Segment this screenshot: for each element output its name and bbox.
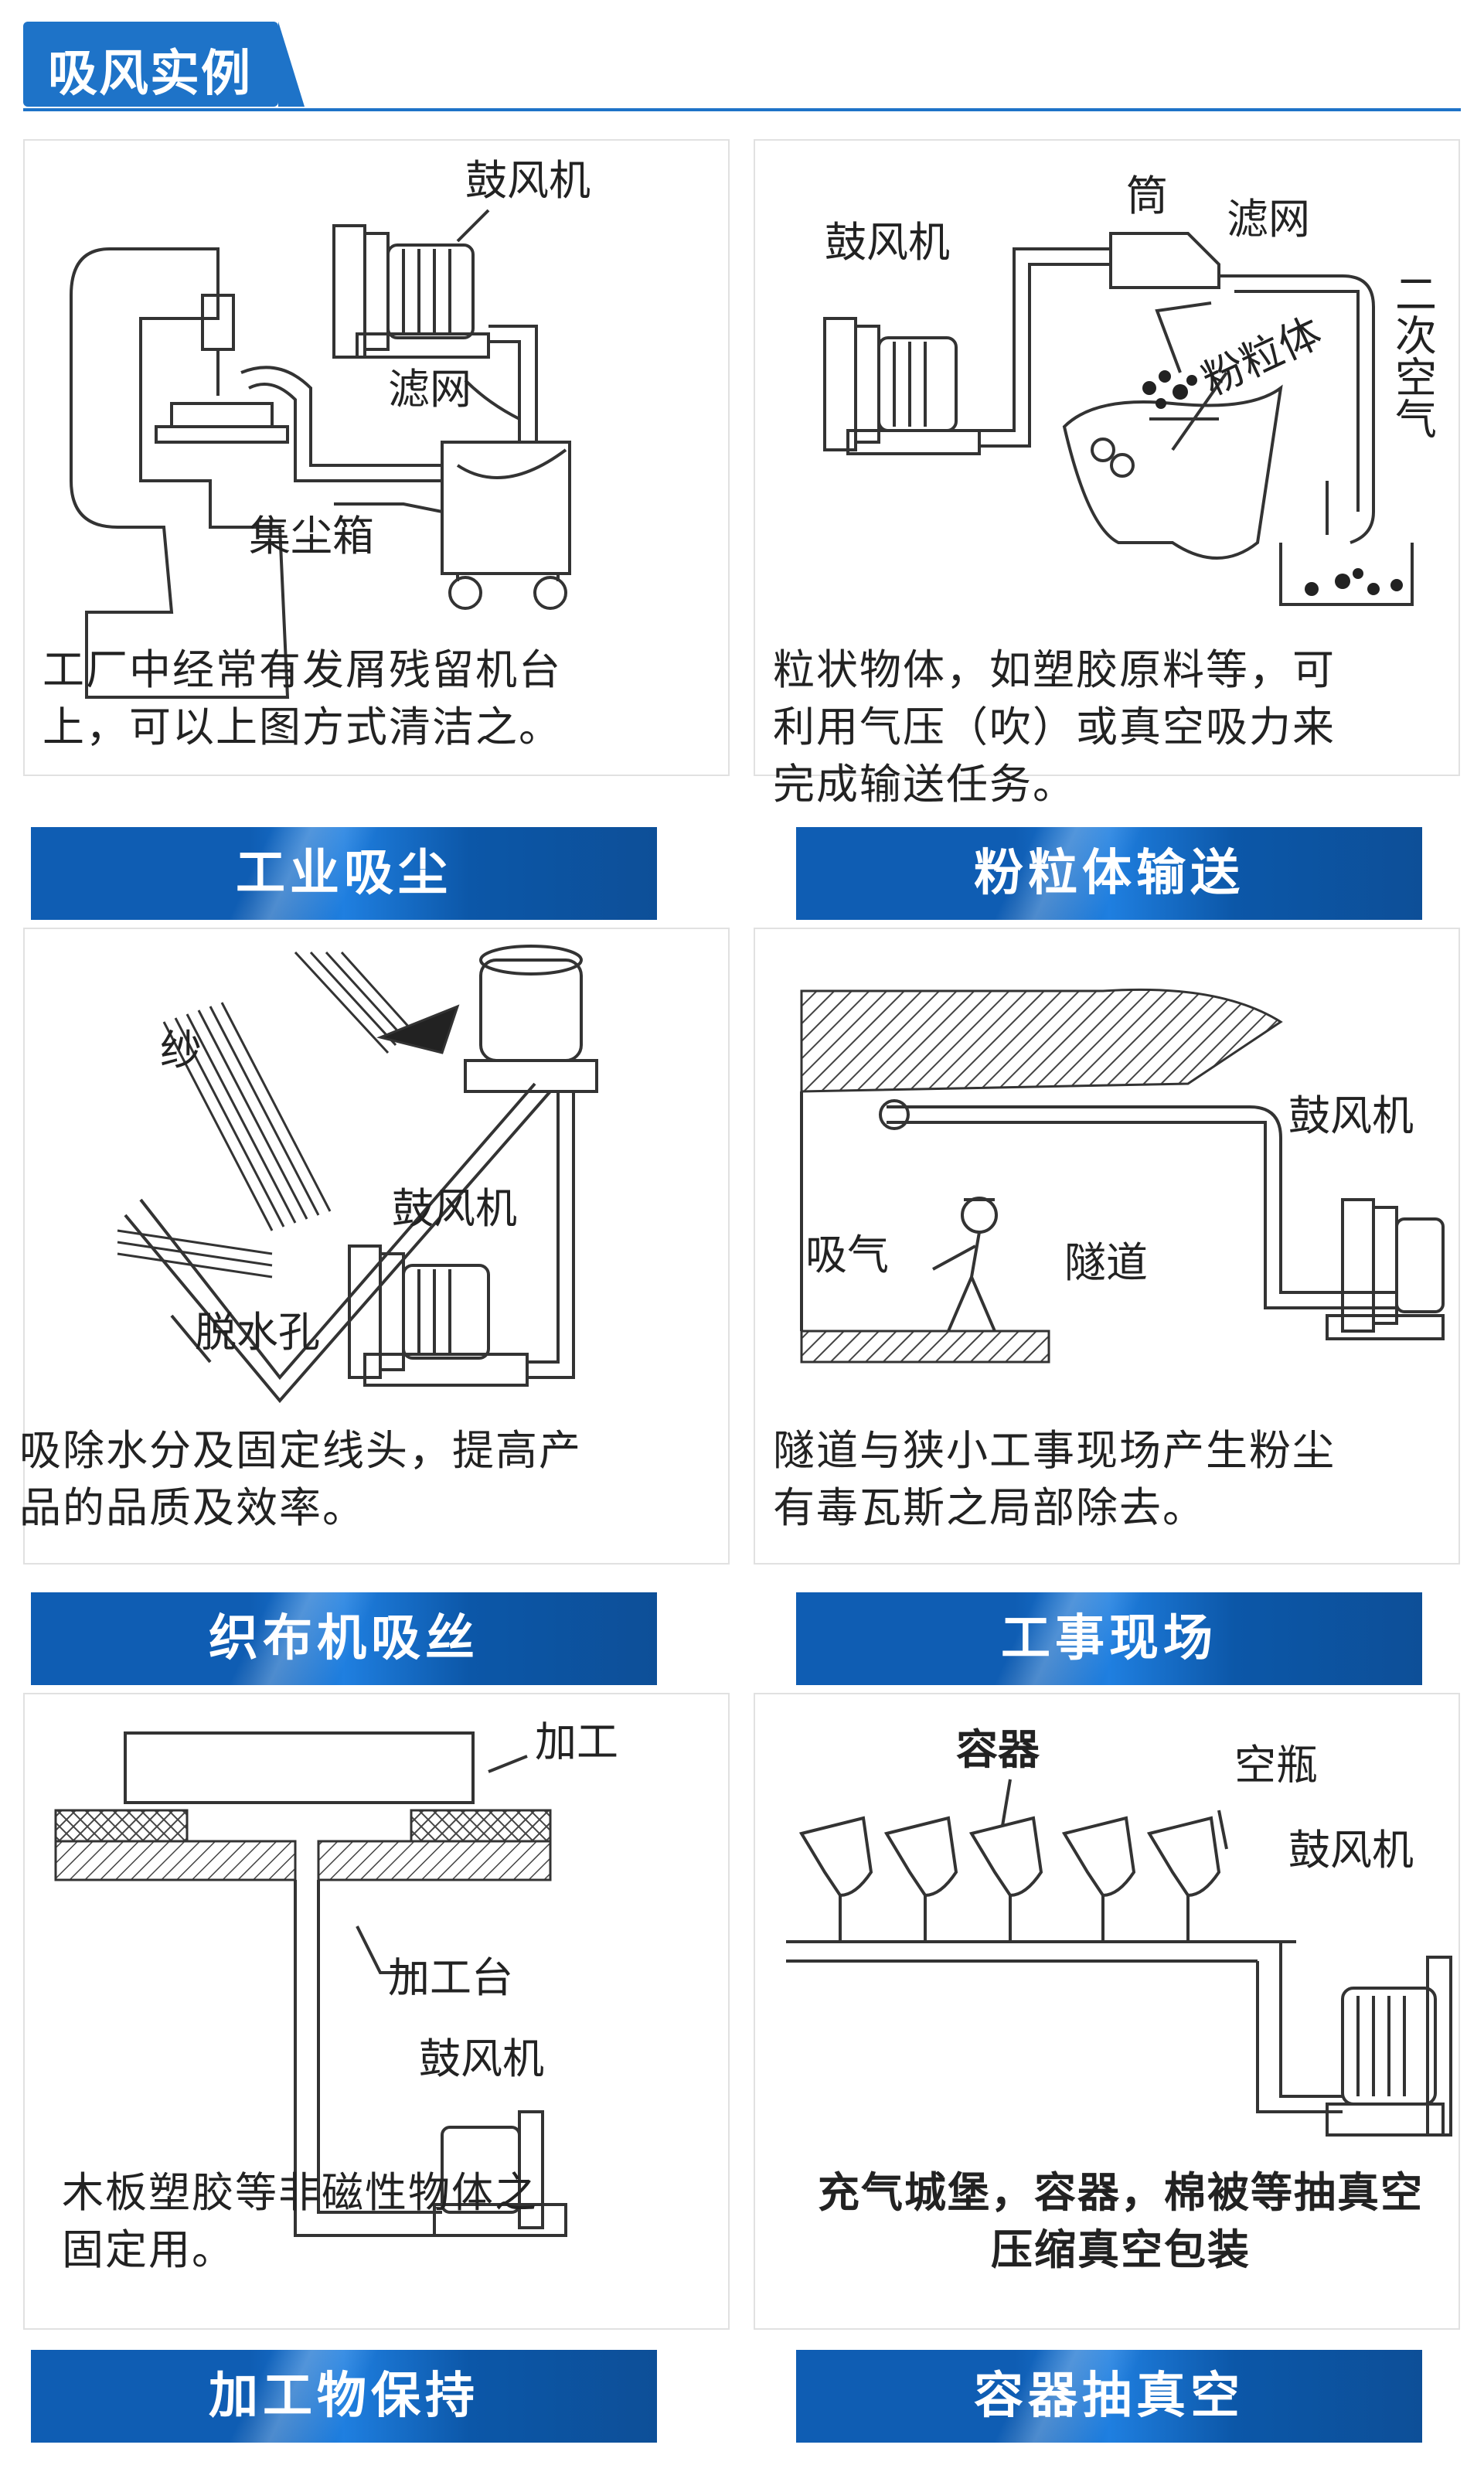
label-yarn: 纱 — [160, 1026, 202, 1074]
description-line: 固定用。 — [62, 2225, 235, 2274]
banner-label: 容器抽真空 — [974, 2368, 1244, 2425]
description-line: 有毒瓦斯之局部除去。 — [773, 1483, 1206, 1532]
label-powder: 粉粒体 — [1195, 308, 1329, 405]
section-header-tab: 吸风实例 — [23, 22, 305, 107]
banner-workpiece-holding: 加工物保持 — [31, 2350, 657, 2443]
description-line: 利用气压（吹）或真空吸力来 — [773, 703, 1336, 751]
description-line: 完成输送任务。 — [773, 760, 1076, 809]
label-worktable: 加工台 — [388, 1953, 513, 2002]
description-line: 木板塑胶等非磁性物体之 — [62, 2168, 538, 2217]
label-blower: 鼓风机 — [392, 1184, 517, 1233]
label-tube: 筒 — [1126, 172, 1168, 220]
description-loom-suction: 吸除水分及固定线头，提高产 品的品质及效率。 — [19, 1422, 723, 1537]
label-empty-bottle: 空瓶 — [1234, 1741, 1318, 1789]
banner-container-vacuum: 容器抽真空 — [796, 2350, 1422, 2443]
banner-powder-conveying: 粉粒体输送 — [796, 827, 1422, 920]
label-tunnel: 隧道 — [1064, 1238, 1148, 1287]
description-line: 上，可以上图方式清洁之。 — [43, 703, 562, 751]
description-container-vacuum: 充气城堡，容器，棉被等抽真空 压缩真空包装 — [781, 2164, 1461, 2279]
banner-label: 工业吸尘 — [236, 845, 452, 902]
diagram-construction-site: 鼓风机 吸气 隧道 — [754, 928, 1460, 1565]
label-drain-hole: 脱水孔 — [195, 1308, 320, 1357]
label-blower: 鼓风机 — [465, 156, 591, 205]
banner-label: 粉粒体输送 — [974, 845, 1244, 902]
description-line: 隧道与狭小工事现场产生粉尘 — [773, 1426, 1336, 1475]
diagram-powder-conveying: 鼓风机 筒 滤网 粉粒体 二次空气 — [754, 139, 1460, 776]
description-line: 品的品质及效率。 — [19, 1483, 366, 1532]
label-workpiece: 加工 — [535, 1718, 618, 1766]
label-blower: 鼓风机 — [825, 218, 950, 267]
label-container: 容器 — [956, 1725, 1040, 1774]
diagram-loom-suction: 纱 鼓风机 脱水孔 — [23, 928, 730, 1565]
description-line: 吸除水分及固定线头，提高产 — [19, 1426, 582, 1475]
banner-label: 织布机吸丝 — [209, 1610, 479, 1667]
header-divider — [23, 108, 1461, 111]
banner-label: 加工物保持 — [209, 2368, 479, 2425]
diagram-workpiece-holding: 加工 加工台 鼓风机 — [23, 1693, 730, 2330]
construction-site-illustration: 鼓风机 吸气 隧道 — [800, 988, 1445, 1364]
section-title: 吸风实例 — [48, 46, 252, 103]
description-line: 工厂中经常有发屑残留机台 — [43, 645, 562, 694]
label-filter: 滤网 — [1227, 195, 1310, 243]
label-filter: 滤网 — [388, 365, 471, 414]
diagram-container-vacuum: 容器 空瓶 鼓风机 — [754, 1693, 1460, 2330]
description-line: 压缩真空包装 — [991, 2225, 1251, 2274]
label-blower: 鼓风机 — [419, 2034, 544, 2083]
powder-conveying-illustration: 鼓风机 筒 滤网 粉粒体 二次空气 — [823, 172, 1437, 606]
banner-loom-suction: 织布机吸丝 — [31, 1592, 657, 1685]
description-line: 充气城堡，容器，棉被等抽真空 — [818, 2168, 1424, 2217]
container-vacuum-illustration: 容器 空瓶 鼓风机 — [786, 1725, 1452, 2137]
label-blower: 鼓风机 — [1288, 1826, 1414, 1874]
label-blower: 鼓风机 — [1288, 1091, 1414, 1140]
description-construction-site: 隧道与狭小工事现场产生粉尘 有毒瓦斯之局部除去。 — [773, 1422, 1469, 1537]
workpiece-holding-illustration: 加工 加工台 鼓风机 — [54, 1718, 618, 2237]
banner-construction-site: 工事现场 — [796, 1592, 1422, 1685]
banner-label: 工事现场 — [1001, 1610, 1217, 1667]
diagram-industrial-dust: 鼓风机 滤网 集尘箱 — [23, 139, 730, 776]
description-line: 粒状物体，如塑胶原料等，可 — [773, 645, 1336, 694]
label-secondary-air: 二次空气 — [1388, 272, 1437, 439]
description-powder-conveying: 粒状物体，如塑胶原料等，可 利用气压（吹）或真空吸力来 完成输送任务。 — [773, 642, 1469, 813]
industrial-dust-illustration: 鼓风机 滤网 集尘箱 — [70, 156, 591, 699]
banner-industrial-dust: 工业吸尘 — [31, 827, 657, 920]
description-workpiece-holding: 木板塑胶等非磁性物体之 固定用。 — [62, 2164, 711, 2279]
loom-suction-illustration: 纱 鼓风机 脱水孔 — [117, 945, 598, 1404]
description-industrial-dust: 工厂中经常有发屑残留机台 上，可以上图方式清洁之。 — [43, 642, 723, 756]
label-suction: 吸气 — [805, 1231, 889, 1279]
label-dust-box: 集尘箱 — [249, 512, 374, 560]
